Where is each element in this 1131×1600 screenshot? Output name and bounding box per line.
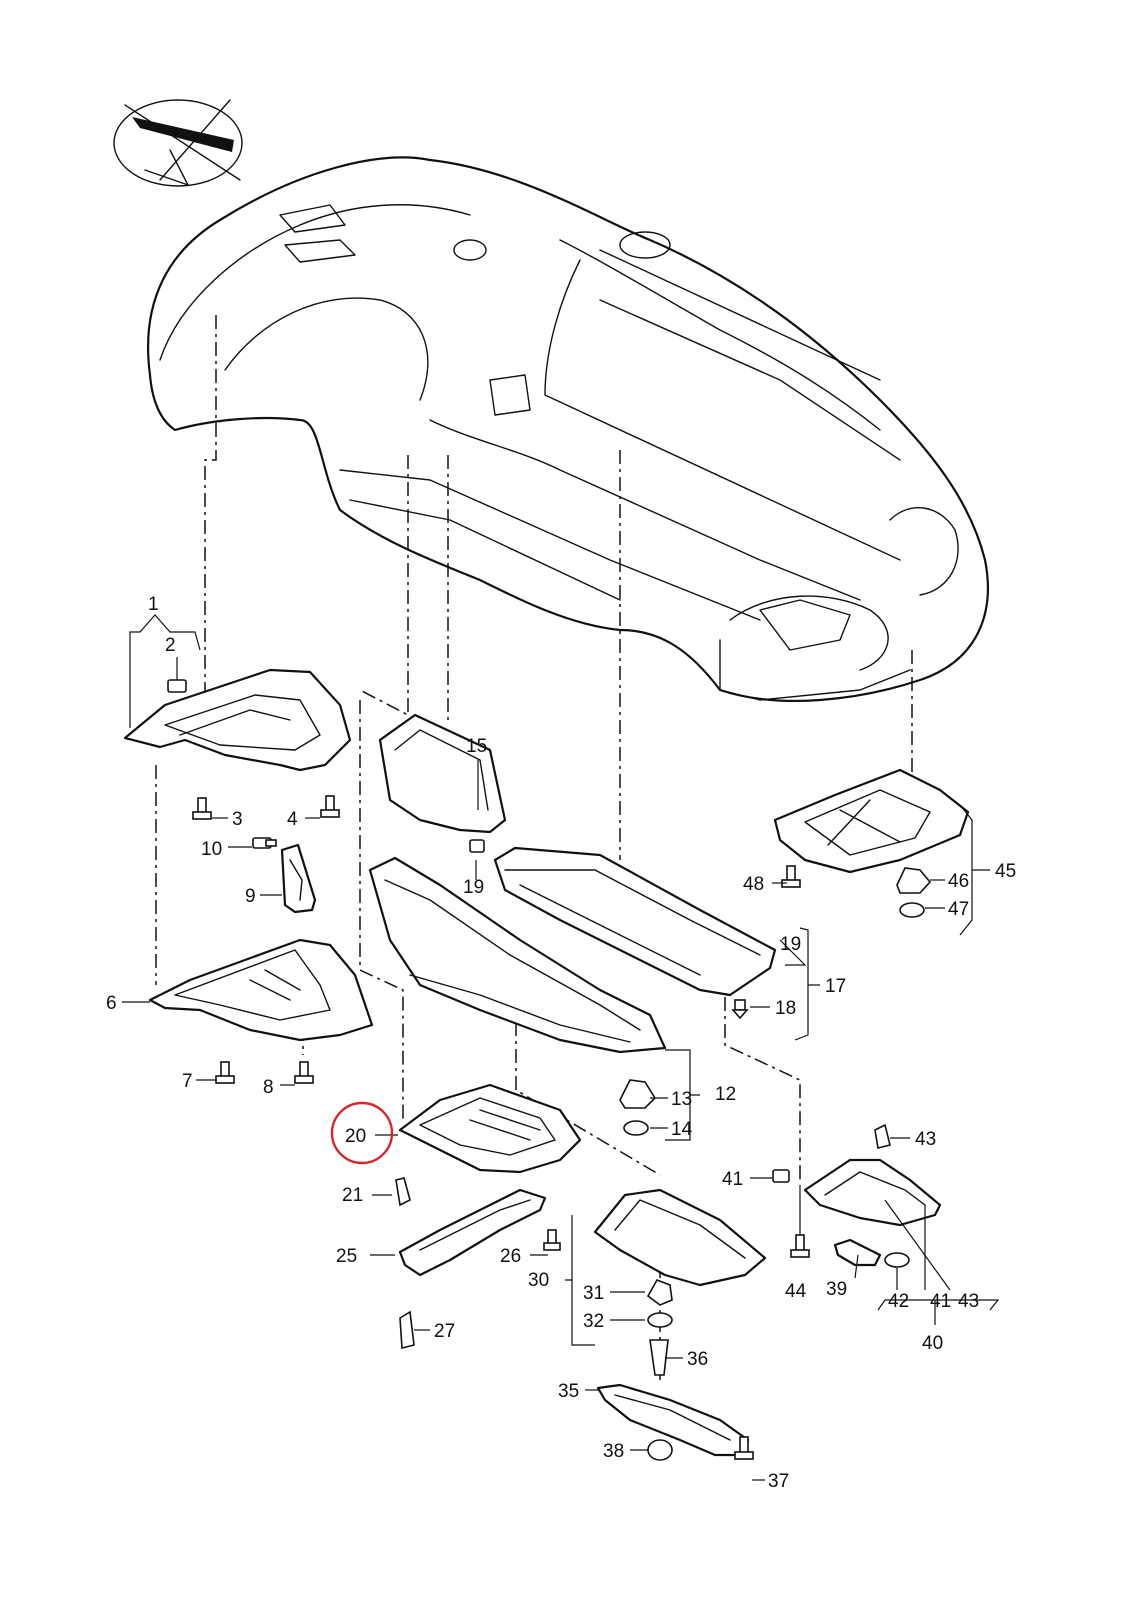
callout-8: 8 [263, 1077, 274, 1098]
callout-26: 26 [500, 1246, 521, 1267]
vehicle-body-underside [147, 156, 989, 702]
callout-6: 6 [106, 993, 117, 1014]
callout-35: 35 [558, 1381, 579, 1402]
callout-18: 18 [775, 998, 796, 1019]
callout-43-bottom: 43 [958, 1291, 979, 1312]
callout-43-top: 43 [915, 1129, 936, 1150]
callout-41-left: 41 [722, 1169, 743, 1190]
callout-19-lower: 19 [780, 934, 801, 955]
callout-25: 25 [336, 1246, 357, 1267]
callout-2: 2 [165, 635, 176, 656]
heat-shield-15 [378, 713, 507, 834]
callout-12: 12 [715, 1084, 736, 1105]
callout-30: 30 [528, 1270, 549, 1291]
callout-40: 40 [922, 1333, 943, 1354]
engine-cover-panel-lower [148, 938, 374, 1042]
underbody-panel-30 [593, 1188, 767, 1287]
callout-14: 14 [671, 1119, 693, 1140]
callout-1: 1 [148, 594, 159, 615]
callout-27: 27 [434, 1321, 455, 1342]
view-direction-icon [113, 99, 243, 187]
callout-21: 21 [342, 1185, 363, 1206]
underbody-panel-17 [493, 846, 777, 997]
underbody-panel-40 [803, 1158, 942, 1227]
rear-panel-45 [773, 768, 970, 874]
callout-13: 13 [671, 1089, 692, 1110]
callout-37: 37 [768, 1471, 789, 1492]
part-39-cover [833, 1238, 882, 1267]
callout-38: 38 [603, 1441, 624, 1462]
callout-47: 47 [948, 899, 969, 920]
mounting-bracket-9 [280, 843, 317, 914]
callout-32: 32 [583, 1311, 604, 1332]
underbody-panel-20 [398, 1083, 582, 1174]
callout-15: 15 [466, 736, 487, 757]
callout-20: 20 [345, 1126, 366, 1147]
callout-7: 7 [182, 1071, 193, 1092]
callout-10: 10 [201, 839, 222, 860]
engine-cover-panel-upper [123, 668, 352, 772]
underbody-panel-12 [368, 856, 667, 1054]
leader-lines [122, 614, 1000, 1481]
underbody-panel-25 [398, 1188, 547, 1277]
callout-39: 39 [826, 1279, 847, 1300]
callout-9: 9 [245, 886, 256, 907]
callout-19-upper: 19 [463, 877, 484, 898]
callout-46: 46 [948, 871, 969, 892]
callout-31: 31 [583, 1283, 604, 1304]
callout-48: 48 [743, 874, 764, 895]
callout-42: 42 [888, 1291, 909, 1312]
callout-3: 3 [232, 809, 243, 830]
highlight-circle [330, 1101, 394, 1165]
callout-44: 44 [785, 1281, 807, 1302]
callout-45: 45 [995, 861, 1016, 882]
callout-41-right: 41 [930, 1291, 951, 1312]
fasteners [167, 679, 932, 1461]
callout-17: 17 [825, 976, 846, 997]
callout-36: 36 [687, 1349, 708, 1370]
callout-labels: 1 2 3 4 10 9 6 7 8 15 19 19 17 18 12 13 … [106, 594, 1016, 1492]
callout-4: 4 [287, 809, 298, 830]
